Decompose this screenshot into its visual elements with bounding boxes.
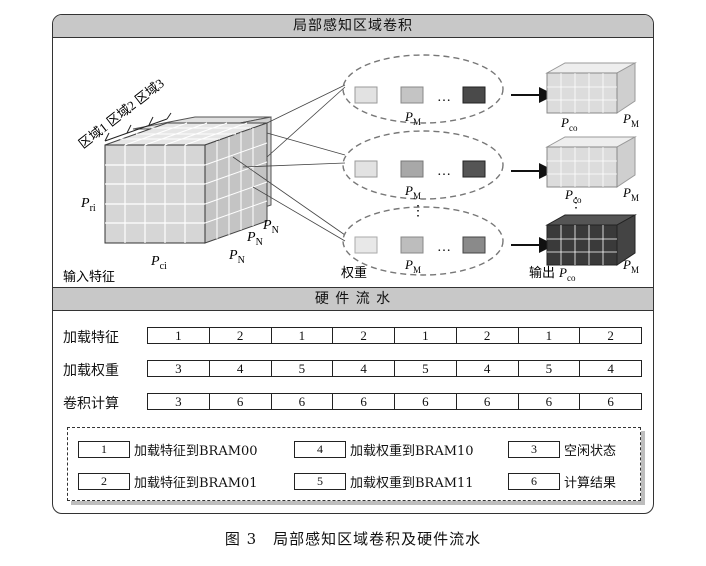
pipeline-cell: 1: [148, 328, 210, 343]
p-m-kernel-3: PM: [404, 257, 421, 275]
p-n-label-3: PN: [262, 218, 279, 236]
pipeline-row-load-weight: 3 4 5 4 5 4 5 4: [147, 360, 642, 377]
pipeline-cell: 1: [272, 328, 334, 343]
kernel-group-2: [342, 130, 504, 200]
section-title-pipeline: 硬 件 流 水: [53, 287, 653, 311]
kernel-row-3: [354, 236, 486, 254]
input-feature-cube: [104, 112, 272, 244]
pipeline-cell: 2: [457, 328, 519, 343]
pipeline-cell: 1: [519, 328, 581, 343]
p-ri-label: Pri: [80, 196, 96, 214]
legend-text: 空闲状态: [564, 444, 617, 459]
pipeline-cell: 2: [333, 328, 395, 343]
input-feature-label: 输入特征: [63, 269, 115, 284]
pipeline-cell: 3: [148, 394, 210, 409]
row-label-conv-compute: 卷积计算: [63, 396, 119, 412]
p-n-label-1: PN: [228, 248, 245, 266]
pipeline-cell: 5: [272, 361, 334, 376]
legend-box: 1 加载特征到BRAM00 4 加载权重到BRAM10 3 空闲状态 2 加载特…: [67, 427, 641, 501]
kernel-group-3: [342, 206, 504, 276]
pipeline-cell: 6: [333, 394, 395, 409]
pipeline-cell: 6: [457, 394, 519, 409]
legend-item: 4 加载权重到BRAM10: [294, 440, 474, 459]
conv-diagram: 区域1 区域2 区域3 Pri Pci PN PN PN … … … ⋮ ⋮ P…: [53, 37, 653, 287]
pipeline-cell: 4: [607, 361, 614, 376]
output-cube-3: [545, 214, 637, 266]
pipeline-cell: 4: [457, 361, 519, 376]
kernel-group-1: [342, 54, 504, 124]
legend-text: 计算结果: [564, 476, 617, 491]
p-ci-label: Pci: [150, 254, 167, 272]
vdots-kernel: ⋮: [411, 204, 425, 219]
pipeline-cell: 6: [272, 394, 334, 409]
legend-code: 6: [508, 473, 560, 490]
arrows: [511, 87, 555, 253]
figure-frame: 局部感知区域卷积: [52, 14, 654, 514]
p-m-out-1: PM: [622, 111, 639, 129]
p-co-out-1: Pco: [560, 115, 578, 133]
legend-text: 加载特征到BRAM00: [134, 444, 258, 459]
dots-1: …: [437, 90, 451, 105]
kernel-row-2: [354, 160, 486, 178]
pipeline-row-conv-compute: 3 6 6 6 6 6 6 6: [147, 393, 642, 410]
dots-2: …: [437, 164, 451, 179]
p-m-kernel-1: PM: [404, 109, 421, 127]
legend-item: 6 计算结果: [508, 472, 616, 491]
p-m-out-2: PM: [622, 185, 639, 203]
pipeline-cell: 5: [519, 361, 581, 376]
output-cube-1: [545, 62, 637, 114]
legend-code: 4: [294, 441, 346, 458]
vdots-output: ⋮: [569, 196, 583, 211]
p-m-out-3: PM: [622, 257, 639, 275]
pipeline-row-load-feature: 1 2 1 2 1 2 1 2: [147, 327, 642, 344]
legend-code: 3: [508, 441, 560, 458]
p-co-out-2: Pco: [564, 187, 582, 205]
kernel-row-1: [354, 86, 486, 104]
pipeline-cell: 6: [519, 394, 581, 409]
output-cube-2: [545, 136, 637, 188]
legend-item: 3 空闲状态: [508, 440, 616, 459]
pipeline-cell: 4: [210, 361, 272, 376]
dots-3: …: [437, 240, 451, 255]
legend-item: 1 加载特征到BRAM00: [78, 440, 258, 459]
legend-text: 加载权重到BRAM11: [350, 476, 474, 491]
connection-lines: [232, 84, 346, 242]
legend-item: 2 加载特征到BRAM01: [78, 472, 258, 491]
section-title-conv: 局部感知区域卷积: [53, 15, 653, 38]
pipeline-cell: 2: [210, 328, 272, 343]
p-co-out-3: Pco: [558, 265, 576, 283]
legend-text: 加载特征到BRAM01: [134, 476, 258, 491]
figure-caption: 图 3 局部感知区域卷积及硬件流水: [224, 530, 482, 548]
p-n-label-2: PN: [246, 230, 263, 248]
weight-label: 权重: [341, 265, 367, 280]
pipeline-cell: 5: [395, 361, 457, 376]
legend-item: 5 加载权重到BRAM11: [294, 472, 474, 491]
pipeline-cell: 6: [395, 394, 457, 409]
output-label: 输出: [529, 265, 555, 280]
pipeline-cell: 6: [607, 394, 614, 409]
legend-code: 5: [294, 473, 346, 490]
row-label-load-weight: 加载权重: [63, 363, 119, 379]
pipeline-cell: 3: [148, 361, 210, 376]
legend-code: 1: [78, 441, 130, 458]
pipeline-cell: 4: [333, 361, 395, 376]
pipeline-cell: 6: [210, 394, 272, 409]
legend-text: 加载权重到BRAM10: [350, 444, 474, 459]
legend-code: 2: [78, 473, 130, 490]
pipeline-cell: 2: [607, 328, 614, 343]
pipeline-cell: 1: [395, 328, 457, 343]
row-label-load-feature: 加载特征: [63, 330, 119, 346]
p-m-kernel-2: PM: [404, 183, 421, 201]
